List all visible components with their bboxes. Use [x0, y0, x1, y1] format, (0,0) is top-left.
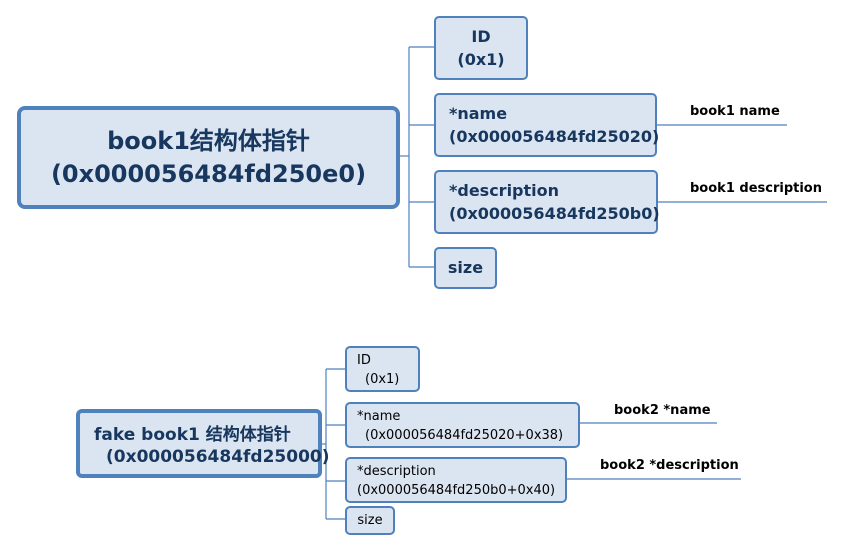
field-label: ID: [471, 27, 491, 46]
root-node-book1: book1结构体指针 (0x000056484fd250e0): [17, 106, 400, 209]
field-node-size: size: [434, 247, 497, 289]
label-book1-name: book1 name: [690, 104, 780, 119]
field-node-name: *name (0x000056484fd25020+0x38): [345, 402, 580, 448]
field-node-id: ID (0x1): [434, 16, 528, 80]
field-node-size: size: [345, 506, 395, 535]
field-label: *description: [357, 464, 436, 479]
field-node-name: *name (0x000056484fd25020): [434, 93, 660, 157]
field-value: (0x000056484fd25020): [449, 127, 660, 146]
field-label: ID: [357, 353, 371, 368]
field-label: size: [447, 258, 484, 277]
field-label: *name: [357, 409, 401, 424]
root-title: book1结构体指针: [107, 126, 310, 155]
label-book2-description: book2 *description: [600, 458, 739, 473]
root-address: (0x000056484fd250e0): [50, 159, 367, 188]
root-node-fake-book1: fake book1 结构体指针 (0x000056484fd25000): [76, 409, 330, 478]
field-value: (0x000056484fd250b0): [449, 204, 660, 223]
field-node-id: ID (0x1): [345, 346, 420, 392]
root-title: fake book1 结构体指针: [94, 425, 291, 445]
root-address: (0x000056484fd25000): [106, 447, 330, 467]
field-label: size: [357, 513, 383, 528]
label-book2-name: book2 *name: [614, 403, 711, 418]
field-node-description: *description (0x000056484fd250b0+0x40): [345, 457, 567, 503]
label-book1-description: book1 description: [690, 181, 822, 196]
field-value: (0x1): [365, 372, 400, 387]
field-node-description: *description (0x000056484fd250b0): [434, 170, 660, 234]
field-label: *name: [449, 104, 508, 123]
field-value: (0x000056484fd250b0+0x40): [357, 483, 556, 498]
field-value: (0x000056484fd25020+0x38): [365, 428, 564, 443]
field-value: (0x1): [457, 50, 505, 69]
field-label: *description: [449, 181, 560, 200]
